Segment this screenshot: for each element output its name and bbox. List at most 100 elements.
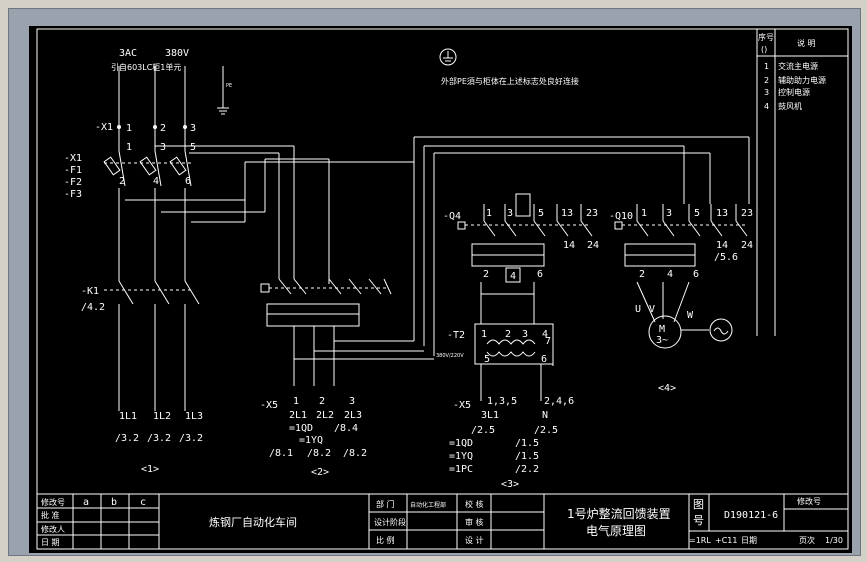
g2-label-2l2: 2L2 — [316, 410, 334, 421]
group-3-label: <3> — [501, 479, 519, 490]
q10-top-5: 5 — [694, 208, 700, 219]
f1-ref: -F1 — [64, 165, 82, 176]
x5a-ref: -X5 — [260, 400, 278, 411]
x1-term-1: 1 — [126, 123, 132, 134]
motor-w: W — [687, 310, 694, 321]
g3-ref-1qd: =1QD — [449, 438, 473, 449]
legend-col-desc: 说 明 — [797, 38, 816, 48]
g3-ref-2: /2.5 — [534, 425, 558, 436]
g2-ref-8-2a: /8.2 — [307, 448, 331, 459]
g3-ref-1pc: =1PC — [449, 464, 473, 475]
drawing-title-2: 电气原理图 — [586, 523, 646, 538]
stage-label: 设计阶段 — [374, 517, 406, 527]
cad-window: 3AC 380V 引自603LC柜1单元 PE 外部PE須与柜体在上述标志处良好… — [8, 8, 861, 556]
check-label: 校 核 — [465, 499, 484, 509]
q4-bot-4: 4 — [510, 271, 516, 282]
group-1-label: <1> — [141, 464, 159, 475]
tu-label: 图 — [693, 498, 704, 511]
g3-ref-1yq: =1YQ — [449, 451, 473, 462]
q10-top-23: 23 — [741, 208, 753, 219]
q4-top-5: 5 — [538, 208, 544, 219]
bottom-page-label: 页次 — [799, 535, 815, 545]
x1-term-3: 3 — [190, 123, 196, 134]
g2-term-3: 3 — [349, 396, 355, 407]
q4-mid-box — [505, 267, 521, 283]
q10-top-1: 1 — [641, 208, 647, 219]
q4-top-1: 1 — [486, 208, 492, 219]
q10-top-13: 13 — [716, 208, 728, 219]
drawing-border — [36, 28, 849, 550]
dept-value: 自动化工程部 — [410, 501, 446, 509]
g2-ref-8-4: /8.4 — [334, 423, 358, 434]
rev-a: a — [83, 497, 89, 508]
x5b-n: N — [542, 410, 548, 421]
x1-left-ref: -X1 — [64, 153, 82, 164]
q4-bot-2: 2 — [483, 269, 489, 280]
row-approve: 批 准 — [41, 510, 60, 520]
t2-top-2: 2 — [505, 329, 511, 340]
legend-col-no: 序号 — [758, 32, 774, 42]
g1-out-1l1: 1L1 — [119, 411, 137, 422]
contactor-k1 — [104, 280, 200, 305]
q10-bot-4: 4 — [667, 269, 673, 280]
breaker-q10 — [614, 204, 748, 267]
f-top-1: 1 — [126, 142, 132, 153]
g2-label-2l3: 2L3 — [344, 410, 362, 421]
g2-ref-8-2b: /8.2 — [343, 448, 367, 459]
bottom-c11: +C11 — [715, 536, 737, 545]
supply-voltage: 380V — [165, 48, 189, 59]
bottom-page: 1/30 — [825, 536, 843, 545]
g1-ref-3: /3.2 — [179, 433, 203, 444]
x1-ref: -X1 — [95, 122, 113, 133]
g1-out-1l2: 1L2 — [153, 411, 171, 422]
g1-ref-1: /3.2 — [115, 433, 139, 444]
g3-ref-1-5a: /1.5 — [515, 438, 539, 449]
f-bot-6: 6 — [185, 176, 191, 187]
transformer-t2 — [474, 323, 554, 366]
review-label: 审 核 — [465, 517, 484, 527]
hao-label: 号 — [693, 514, 704, 527]
breaker-q4 — [457, 204, 593, 267]
q10-ref-5-6: /5.6 — [714, 252, 738, 263]
t2-bot-6: 6 — [541, 354, 547, 365]
motor-phase: 3~ — [656, 335, 668, 346]
q4-aux-block — [515, 193, 531, 217]
motor-icon — [648, 315, 733, 349]
q10-bot-6: 6 — [693, 269, 699, 280]
legend-no-1: 1 — [764, 62, 769, 71]
company-name: 炼钢厂自动化车间 — [209, 515, 297, 529]
supply-phase: 3AC — [119, 48, 137, 59]
rev-c: c — [140, 497, 146, 508]
f-bot-4: 4 — [153, 176, 159, 187]
fuse-switch-f3 — [169, 150, 192, 187]
motor-u: U — [635, 304, 641, 315]
t2-bot-5: 5 — [484, 354, 490, 365]
f2-ref: -F2 — [64, 177, 82, 188]
motor-m: M — [659, 324, 665, 335]
row-date: 日 期 — [41, 538, 60, 547]
g2-ref-1qd: =1QD — [289, 423, 313, 434]
q4-ref: -Q4 — [443, 211, 461, 222]
x5b-ref: -X5 — [453, 400, 471, 411]
drawing-number: D190121-6 — [724, 510, 778, 521]
g2-ref-1yq: =1YQ — [299, 435, 323, 446]
g3-ref-1: /2.5 — [471, 425, 495, 436]
legend-no-4: 4 — [764, 102, 769, 111]
q4-bot-6: 6 — [537, 269, 543, 280]
legend-no-3: 3 — [764, 88, 769, 97]
f3-ref: -F3 — [64, 189, 82, 200]
f-top-3: 3 — [160, 142, 166, 153]
t2-ref: -T2 — [447, 330, 465, 341]
legend-no-2: 2 — [764, 76, 769, 85]
t2-top-4: 4 — [542, 329, 548, 340]
group-4-label: <4> — [658, 383, 676, 394]
f-top-5: 5 — [190, 142, 196, 153]
dept-label: 部 门 — [376, 499, 395, 509]
f-bot-2: 2 — [119, 176, 125, 187]
drawing-canvas: 3AC 380V 引自603LC柜1单元 PE 外部PE須与柜体在上述标志处良好… — [29, 26, 852, 553]
pe-ground-icon — [439, 48, 457, 66]
pe-label: PE — [226, 83, 232, 89]
g2-ref-8-1: /8.1 — [269, 448, 293, 459]
row-reviser: 修改人 — [41, 524, 65, 534]
q4-top-3: 3 — [507, 208, 513, 219]
